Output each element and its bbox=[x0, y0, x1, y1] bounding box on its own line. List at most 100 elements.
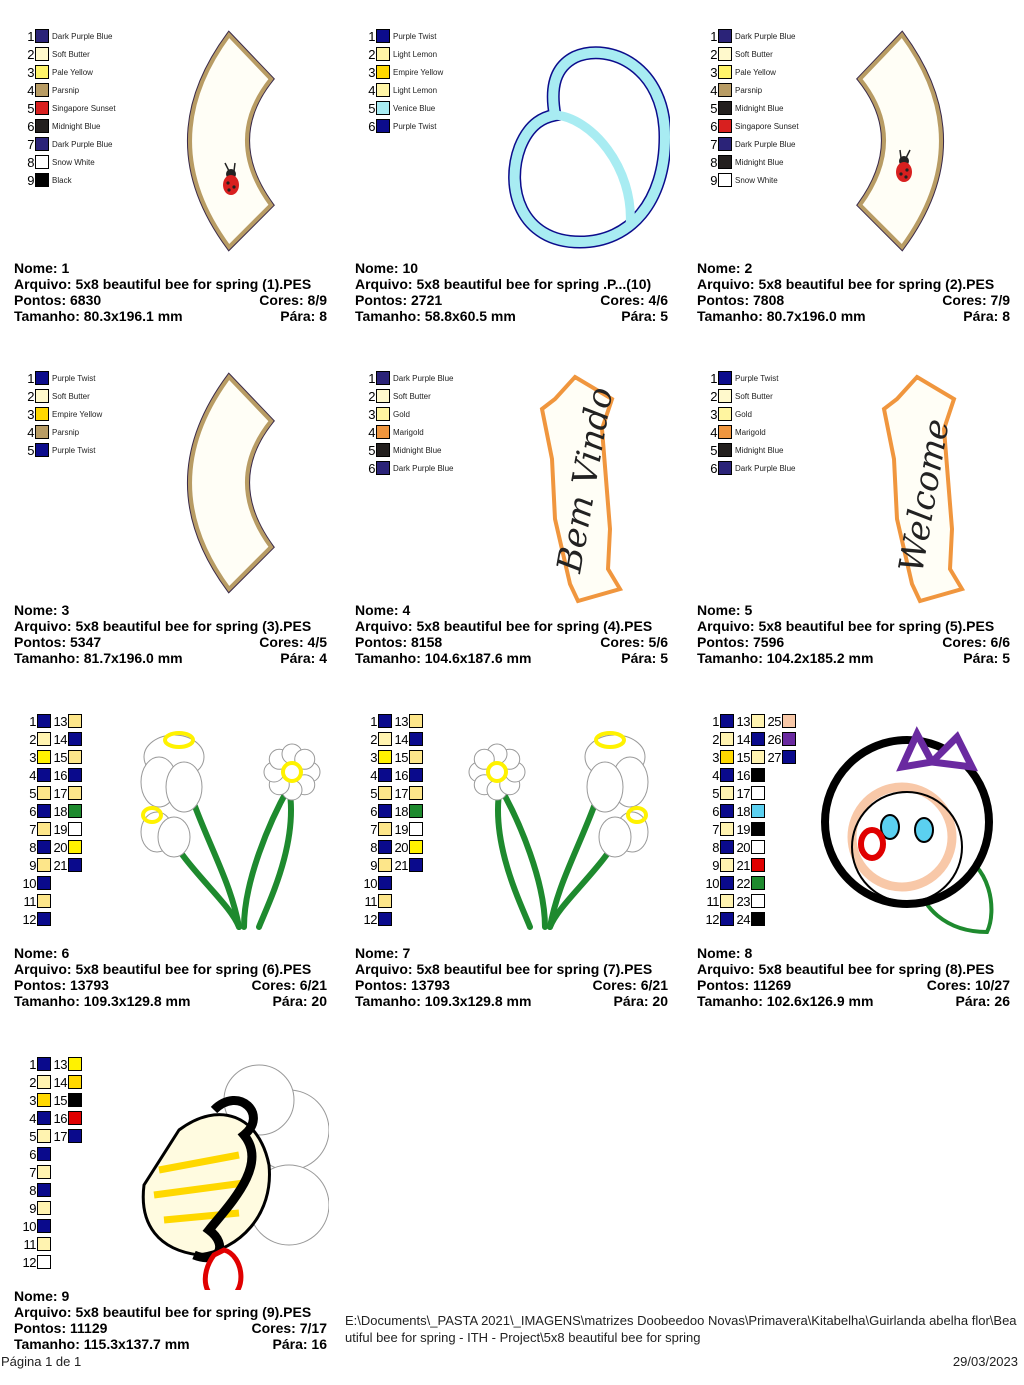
color-swatch bbox=[720, 714, 734, 728]
color-swatch bbox=[751, 786, 765, 800]
stops-field: Pára: 5 bbox=[621, 650, 668, 666]
color-name: Purple Twist bbox=[735, 373, 779, 383]
design-artwork bbox=[140, 731, 321, 930]
color-swatch bbox=[68, 1075, 82, 1089]
color-number: 3 bbox=[27, 64, 34, 80]
color-item: 9 bbox=[361, 856, 392, 874]
color-swatch bbox=[35, 443, 49, 457]
color-item: 4 bbox=[361, 766, 392, 784]
color-swatch bbox=[35, 407, 49, 421]
color-name: Pale Yellow bbox=[52, 67, 93, 77]
color-number: 1 bbox=[712, 713, 719, 729]
color-swatch bbox=[378, 750, 392, 764]
color-swatch bbox=[720, 840, 734, 854]
color-number: 10 bbox=[22, 875, 37, 891]
color-swatch bbox=[37, 1129, 51, 1143]
color-item: 10 bbox=[20, 1217, 51, 1235]
color-number: 10 bbox=[705, 875, 720, 891]
stops-field: Pára: 26 bbox=[955, 993, 1011, 1009]
color-number: 3 bbox=[27, 406, 34, 422]
color-item: 7 bbox=[20, 820, 51, 838]
design-info: Nome: 10 Arquivo: 5x8 beautiful bee for … bbox=[355, 260, 668, 324]
color-swatch bbox=[720, 786, 734, 800]
colors-field: Cores: 7/17 bbox=[251, 1320, 328, 1336]
color-name: Dark Purple Blue bbox=[735, 31, 796, 41]
name-field: Nome: 5 bbox=[697, 602, 753, 618]
page-number: Página 1 de 1 bbox=[1, 1354, 82, 1369]
color-swatch bbox=[378, 840, 392, 854]
colors-field: Cores: 6/6 bbox=[942, 634, 1010, 650]
color-item: 9 bbox=[703, 856, 734, 874]
color-name: Pale Yellow bbox=[735, 67, 776, 77]
color-number: 9 bbox=[29, 857, 36, 873]
color-number: 1 bbox=[368, 370, 375, 386]
color-item: 14 bbox=[51, 730, 82, 748]
color-number: 6 bbox=[370, 803, 377, 819]
color-number: 4 bbox=[712, 767, 719, 783]
color-number: 14 bbox=[394, 731, 409, 747]
design-preview bbox=[460, 712, 670, 947]
color-number: 5 bbox=[27, 100, 34, 116]
color-item: 14 bbox=[392, 730, 423, 748]
design-preview bbox=[119, 712, 329, 947]
color-swatch bbox=[35, 137, 49, 151]
name-field: Nome: 2 bbox=[697, 260, 753, 276]
color-number: 8 bbox=[29, 1182, 36, 1198]
color-number: 9 bbox=[710, 172, 717, 188]
color-item: 2 bbox=[361, 730, 392, 748]
stitches-field: Pontos: 13793 bbox=[14, 977, 109, 993]
color-number: 3 bbox=[368, 64, 375, 80]
color-number: 20 bbox=[53, 839, 68, 855]
file-field: Arquivo: 5x8 beautiful bee for spring (8… bbox=[697, 961, 995, 977]
color-name: Black bbox=[52, 175, 72, 185]
color-number: 1 bbox=[29, 1056, 36, 1072]
color-number: 3 bbox=[710, 64, 717, 80]
color-name: Gold bbox=[735, 409, 752, 419]
color-item: 16 bbox=[734, 766, 765, 784]
color-name: Parsnip bbox=[735, 85, 763, 95]
color-item: 3 bbox=[20, 1091, 51, 1109]
color-name: Purple Twist bbox=[52, 445, 96, 455]
stops-field: Pára: 20 bbox=[613, 993, 669, 1009]
color-swatch bbox=[37, 1219, 51, 1233]
color-name: Midnight Blue bbox=[393, 445, 442, 455]
color-number: 5 bbox=[368, 442, 375, 458]
color-swatch bbox=[718, 29, 732, 43]
page-footer: Página 1 de 1 29/03/2023 bbox=[0, 1353, 1024, 1370]
color-swatch bbox=[376, 443, 390, 457]
color-number: 9 bbox=[370, 857, 377, 873]
name-field: Nome: 8 bbox=[697, 945, 753, 961]
color-item: 16 bbox=[51, 766, 82, 784]
color-swatch bbox=[718, 155, 732, 169]
color-name: Dark Purple Blue bbox=[393, 373, 454, 383]
color-item: 6 bbox=[20, 802, 51, 820]
color-number: 21 bbox=[394, 857, 409, 873]
color-item: 21 bbox=[392, 856, 423, 874]
color-number: 2 bbox=[370, 731, 377, 747]
file-field: Arquivo: 5x8 beautiful bee for spring (7… bbox=[355, 961, 653, 977]
color-number: 4 bbox=[710, 424, 717, 440]
color-item: 17 bbox=[51, 784, 82, 802]
color-item: 4 bbox=[20, 766, 51, 784]
file-field: Arquivo: 5x8 beautiful bee for spring (3… bbox=[14, 618, 312, 634]
color-item: 5 bbox=[703, 784, 734, 802]
file-path: E:\Documents\_PASTA 2021\_IMAGENS\matriz… bbox=[345, 1313, 1017, 1345]
colors-field: Cores: 4/5 bbox=[259, 634, 327, 650]
color-number: 2 bbox=[712, 731, 719, 747]
color-swatch bbox=[35, 65, 49, 79]
color-swatch bbox=[378, 858, 392, 872]
color-swatch bbox=[720, 750, 734, 764]
color-swatch bbox=[718, 83, 732, 97]
color-swatch bbox=[376, 101, 390, 115]
color-swatch bbox=[782, 750, 796, 764]
color-swatch bbox=[718, 173, 732, 187]
color-swatch bbox=[409, 732, 423, 746]
color-number: 10 bbox=[22, 1218, 37, 1234]
